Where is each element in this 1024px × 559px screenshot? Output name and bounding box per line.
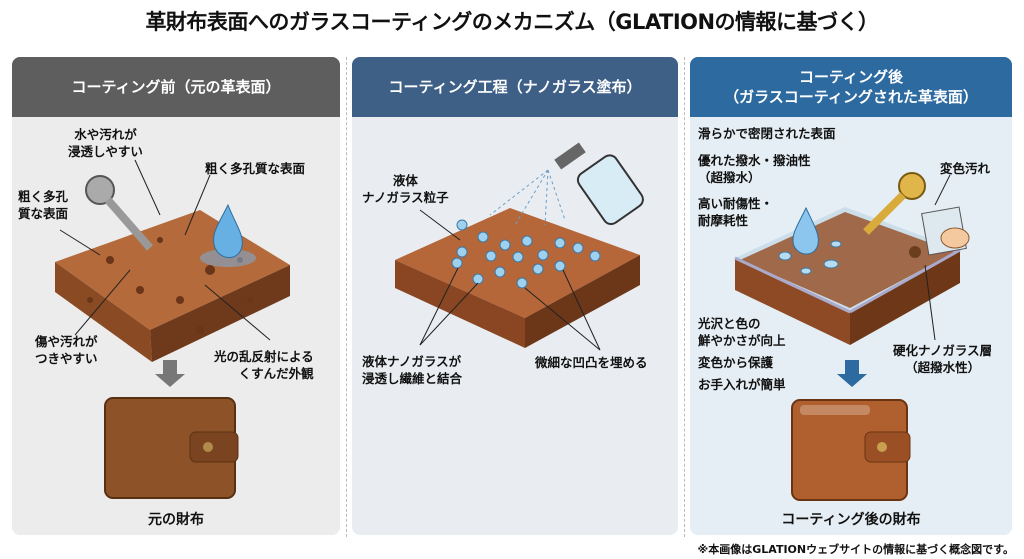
nano-glass-particles	[451, 219, 601, 289]
arrow-down-icon	[155, 360, 185, 387]
spray-bottle-icon	[554, 142, 644, 226]
arrow-down-icon	[837, 360, 867, 387]
coated-leather-slab	[734, 207, 961, 345]
label-durable: 高い耐傷性・耐摩耗性	[698, 196, 774, 228]
label-dull: 光の乱反射によるくすんだ外観	[214, 349, 314, 381]
label-care: お手入れが簡単	[698, 377, 786, 392]
header-text: コーティング前（元の革表面）	[71, 78, 281, 96]
page-title: 革財布表面へのガラスコーティングのメカニズム（GLATIONの情報に基づく）	[145, 10, 879, 34]
panel-before-header: コーティング前（元の革表面）	[12, 57, 340, 117]
cloth-hand-icon	[921, 206, 970, 256]
label-smooth: 滑らかで密閉された表面	[698, 126, 836, 141]
label-rough-left: 粗く多孔質な表面	[18, 189, 69, 221]
label-particles: 液体ナノガラス粒子	[362, 173, 449, 205]
label-repel: 優れた撥水・撥油性（超撥水）	[698, 153, 811, 185]
key-icon	[85, 175, 154, 251]
worn-wallet	[104, 397, 239, 499]
caption-before: 元の財布	[148, 512, 204, 528]
label-protect: 変色から保護	[698, 355, 774, 370]
label-stain: 変色汚れ	[940, 161, 991, 176]
stain	[909, 246, 921, 258]
label-layer: 硬化ナノガラス層（超撥水性）	[893, 343, 993, 375]
panel-process-header: コーティング工程（ナノガラス塗布）	[352, 57, 678, 117]
label-gloss: 光沢と色の鮮やかさが向上	[698, 316, 786, 348]
label-scratch: 傷や汚れがつきやすい	[35, 334, 98, 366]
glossy-wallet	[791, 399, 911, 501]
footnote: ※本画像はGLATIONウェブサイトの情報に基づく概念図です。	[697, 543, 1014, 556]
header-text: コーティング工程（ナノガラス塗布）	[388, 78, 642, 96]
divider	[346, 57, 347, 537]
label-penetrate: 水や汚れが浸透しやすい	[68, 127, 143, 159]
label-fill: 微細な凹凸を埋める	[535, 355, 648, 370]
gold-key-icon	[863, 172, 926, 235]
divider	[684, 57, 685, 537]
caption-after: コーティング後の財布	[781, 512, 921, 528]
header-line: （ガラスコーティングされた革表面）	[724, 88, 978, 106]
leather-slab	[395, 208, 640, 348]
panel-after-header: コーティング後 （ガラスコーティングされた革表面）	[690, 57, 1012, 117]
header-line: コーティング後	[798, 68, 904, 86]
label-rough-right: 粗く多孔質な表面	[205, 161, 306, 176]
label-bond: 液体ナノガラスが浸透し繊維と結合	[362, 354, 463, 386]
water-drop-icon	[792, 206, 819, 255]
water-drop-icon	[213, 203, 243, 258]
